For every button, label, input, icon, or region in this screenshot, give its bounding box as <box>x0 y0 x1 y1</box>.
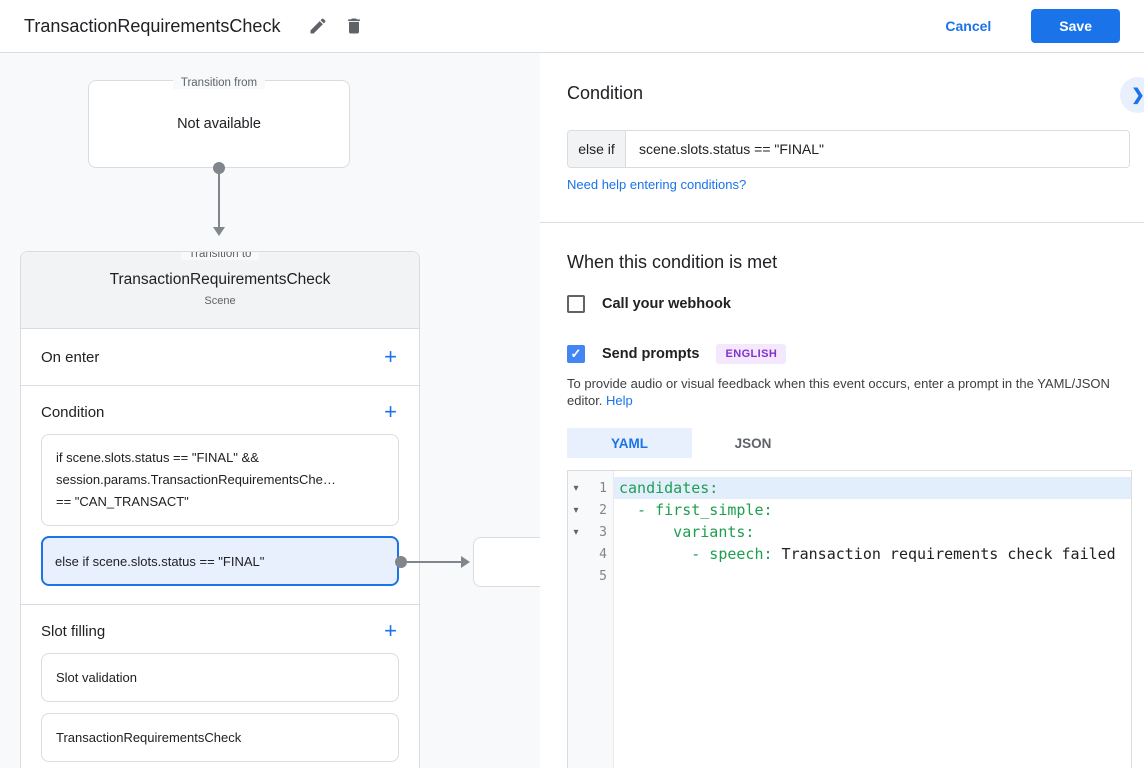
prompt-description-text: To provide audio or visual feedback when… <box>567 376 1110 408</box>
yaml-editor: ▾ 1 ▾ 2 ▾ 3 4 5 candidates: - first_sim <box>567 470 1132 768</box>
on-enter-row: On enter + <box>21 329 419 386</box>
condition-item-1-line2: session.params.TransactionRequirementsCh… <box>56 472 336 487</box>
condition-prefix: else if <box>568 131 626 167</box>
page-title: TransactionRequirementsCheck <box>24 15 281 36</box>
condition-input-group: else if <box>567 130 1130 168</box>
condition-editor-panel: Condition ❯ else if Need help entering c… <box>540 53 1144 768</box>
transition-from-label-wrap: Transition from <box>89 73 349 91</box>
gutter-row: 5 <box>568 565 613 587</box>
condition-item-2-selected[interactable]: else if scene.slots.status == "FINAL" <box>41 536 399 586</box>
code-line-2: - first_simple: <box>614 499 1131 521</box>
tab-yaml[interactable]: YAML <box>567 428 692 458</box>
fold-toggle-icon[interactable]: ▾ <box>573 504 579 516</box>
arrowhead-right-icon <box>461 556 470 568</box>
send-prompts-checkbox[interactable]: ✓ <box>567 345 585 363</box>
trash-icon <box>344 16 364 36</box>
prompt-help-link[interactable]: Help <box>606 392 633 408</box>
cancel-button[interactable]: Cancel <box>929 10 1007 42</box>
condition-item-1[interactable]: if scene.slots.status == "FINAL" && sess… <box>41 434 399 526</box>
line-number: 4 <box>599 546 607 562</box>
gutter-row: ▾ 1 <box>568 477 613 499</box>
arrowhead-down-icon <box>213 227 225 236</box>
line-number: 3 <box>599 524 607 540</box>
gutter-row: ▾ 2 <box>568 499 613 521</box>
connector-line-right <box>407 561 461 563</box>
condition-title: Condition <box>41 403 105 421</box>
scene-flow-panel: Transition from Not available Transition… <box>0 53 540 768</box>
on-enter-title: On enter <box>41 348 100 366</box>
webhook-row: Call your webhook <box>567 295 731 313</box>
pencil-icon <box>308 16 328 36</box>
yaml-key: variants: <box>619 523 755 541</box>
code-line-1: candidates: <box>614 477 1131 499</box>
editor-format-tabs: YAML JSON <box>567 428 814 458</box>
checkmark-icon: ✓ <box>570 346 582 361</box>
gutter-row: ▾ 3 <box>568 521 613 543</box>
condition-item-2-text: else if scene.slots.status == "FINAL" <box>55 553 265 569</box>
connector-dot-top <box>213 162 225 174</box>
scene-type: Scene <box>204 295 236 307</box>
call-webhook-label: Call your webhook <box>602 296 731 312</box>
line-number: 1 <box>599 480 607 496</box>
condition-item-1-line1: if scene.slots.status == "FINAL" && <box>56 450 259 465</box>
panel-title: Condition <box>567 83 644 103</box>
condition-section-head: Condition + <box>21 386 419 434</box>
gutter-row: 4 <box>568 543 613 565</box>
panel-divider <box>540 222 1144 223</box>
line-number: 2 <box>599 502 607 518</box>
connector-line-down <box>218 173 220 227</box>
yaml-key: - speech: <box>619 545 773 563</box>
tab-json[interactable]: JSON <box>734 435 772 451</box>
scene-name: TransactionRequirementsCheck <box>109 271 331 288</box>
chevron-right-icon: ❯ <box>1131 87 1144 104</box>
slot-filling-section-head: Slot filling + <box>21 605 419 653</box>
condition-input[interactable] <box>626 131 1129 167</box>
slot-item-2[interactable]: TransactionRequirementsCheck <box>41 713 399 762</box>
conditions-help-link[interactable]: Need help entering conditions? <box>567 177 747 192</box>
slot-filling-section: Slot filling + Slot validation Transacti… <box>21 605 419 768</box>
send-prompts-row: ✓ Send prompts ENGLISH <box>567 344 787 364</box>
yaml-value: Transaction requirements check failed <box>772 545 1116 563</box>
slot-filling-title: Slot filling <box>41 622 106 640</box>
add-condition-button[interactable]: + <box>380 399 401 425</box>
code-line-5 <box>614 565 1131 587</box>
condition-section: Condition + if scene.slots.status == "FI… <box>21 386 419 605</box>
prompt-description: To provide audio or visual feedback when… <box>567 376 1139 409</box>
delete-scene-button[interactable] <box>336 8 372 44</box>
condition-item-1-line3: == "CAN_TRANSACT" <box>56 494 189 509</box>
slot-item-2-text: TransactionRequirementsCheck <box>56 730 242 745</box>
transition-target-box[interactable] <box>473 537 540 587</box>
code-line-3: variants: <box>614 521 1131 543</box>
scene-card-header: TransactionRequirementsCheck Scene <box>21 252 419 329</box>
transition-from-label: Transition from <box>172 77 266 89</box>
transition-to-label: Transition to <box>180 252 260 260</box>
collapse-panel-button[interactable]: ❯ <box>1120 77 1144 113</box>
slot-item-1-text: Slot validation <box>56 670 137 685</box>
slot-item-1[interactable]: Slot validation <box>41 653 399 702</box>
send-prompts-label: Send prompts <box>602 346 700 362</box>
line-number: 5 <box>599 568 607 584</box>
edit-scene-button[interactable] <box>300 8 336 44</box>
fold-toggle-icon[interactable]: ▾ <box>573 482 579 494</box>
save-button[interactable]: Save <box>1031 9 1120 43</box>
editor-gutter: ▾ 1 ▾ 2 ▾ 3 4 5 <box>568 471 614 768</box>
fold-toggle-icon[interactable]: ▾ <box>573 526 579 538</box>
connector-dot-condition <box>395 556 407 568</box>
editor-code-area[interactable]: candidates: - first_simple: variants: - … <box>614 471 1131 768</box>
when-condition-met-title: When this condition is met <box>567 252 778 272</box>
yaml-key: candidates: <box>619 479 719 497</box>
language-badge: ENGLISH <box>716 344 787 364</box>
transition-to-label-wrap: Transition to <box>21 252 419 262</box>
transition-to-card: Transition to TransactionRequirementsChe… <box>20 251 420 768</box>
transition-from-box: Transition from Not available <box>88 77 350 168</box>
code-line-4: - speech: Transaction requirements check… <box>614 543 1131 565</box>
top-bar: TransactionRequirementsCheck Cancel Save <box>0 0 1144 53</box>
call-webhook-checkbox[interactable] <box>567 295 585 313</box>
yaml-key: - first_simple: <box>619 501 773 519</box>
transition-from-content: Not available <box>177 116 261 132</box>
add-slot-button[interactable]: + <box>380 618 401 644</box>
add-on-enter-button[interactable]: + <box>380 344 401 370</box>
